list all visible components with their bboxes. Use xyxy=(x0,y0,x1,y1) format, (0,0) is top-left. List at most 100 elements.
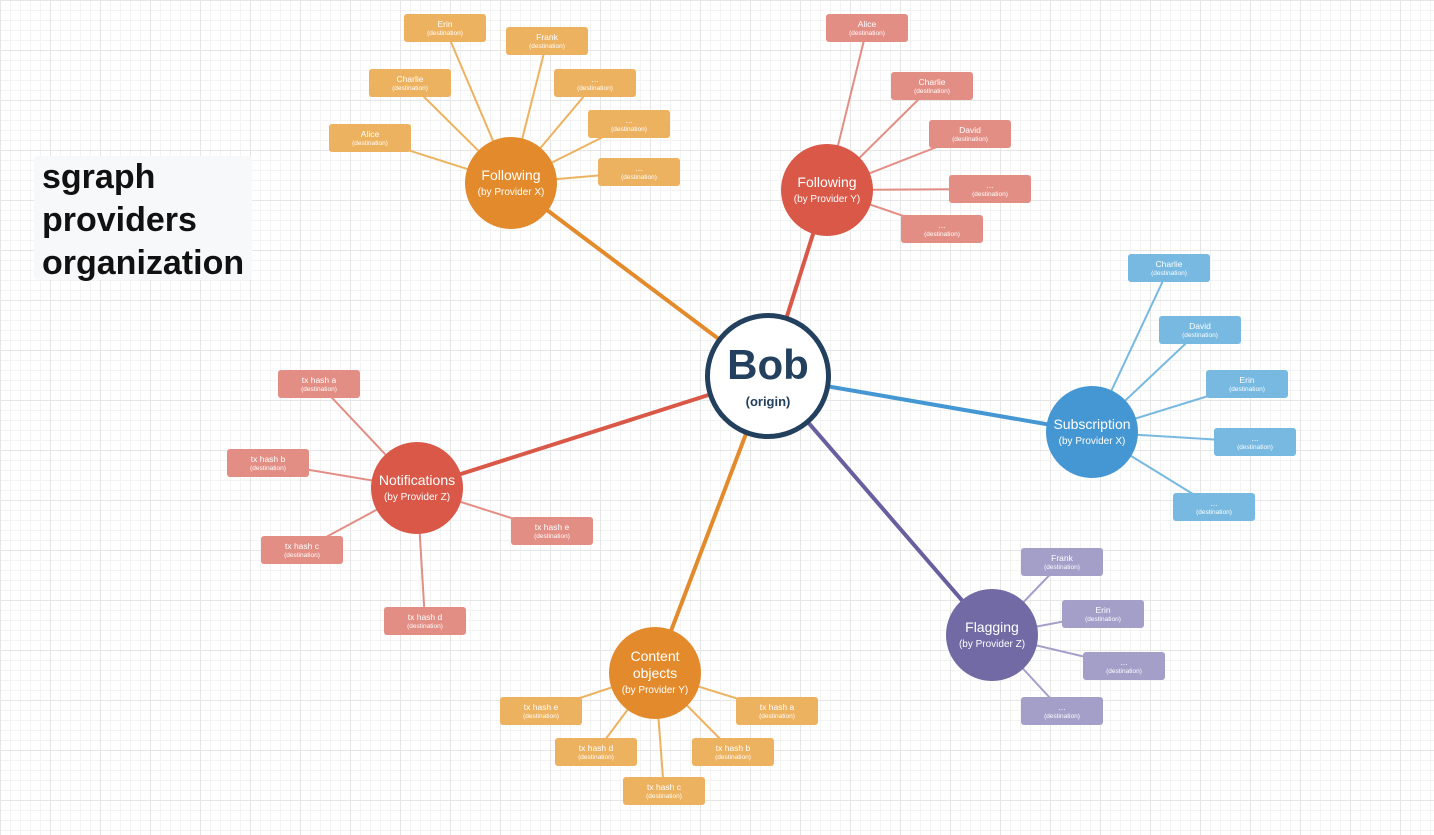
leaf-sublabel: (destination) xyxy=(1044,563,1080,571)
leaf-following-x-7[interactable]: ...(destination) xyxy=(598,158,680,186)
hub-sublabel: (by Provider Z) xyxy=(958,638,1026,650)
origin-sublabel: (origin) xyxy=(745,394,791,409)
leaf-sublabel: (destination) xyxy=(1106,667,1142,675)
leaf-following-x-2[interactable]: Frank(destination) xyxy=(506,27,588,55)
leaf-content-y-5[interactable]: tx hash c(destination) xyxy=(623,777,705,805)
leaf-sublabel: (destination) xyxy=(924,230,960,238)
leaf-label: Frank xyxy=(536,31,558,42)
leaf-sublabel: (destination) xyxy=(715,753,751,761)
title-line-1: sgraph xyxy=(42,158,156,196)
hub-following-x[interactable]: Following (by Provider X) xyxy=(465,137,557,229)
leaf-notifications-z-4[interactable]: tx hash c(destination) xyxy=(261,536,343,564)
leaf-label: tx hash c xyxy=(646,781,682,792)
leaf-sublabel: (destination) xyxy=(1085,615,1121,623)
leaf-label: Frank xyxy=(1051,552,1073,563)
leaf-label: Erin xyxy=(1095,604,1111,615)
leaf-sublabel: (destination) xyxy=(578,753,614,761)
hub-sublabel: (by Provider Z) xyxy=(383,491,451,503)
leaf-flagging-z-4[interactable]: ...(destination) xyxy=(1021,697,1103,725)
leaf-label: ... xyxy=(625,114,633,125)
leaf-label: tx hash a xyxy=(759,701,795,712)
leaf-following-y-4[interactable]: ...(destination) xyxy=(949,175,1031,203)
leaf-subscription-x-2[interactable]: David(destination) xyxy=(1159,316,1241,344)
leaf-content-y-1[interactable]: tx hash e(destination) xyxy=(500,697,582,725)
leaf-sublabel: (destination) xyxy=(611,125,647,133)
leaf-following-x-1[interactable]: Erin(destination) xyxy=(404,14,486,42)
leaf-label: ... xyxy=(1210,497,1218,508)
leaf-sublabel: (destination) xyxy=(1182,331,1218,339)
leaf-label: tx hash e xyxy=(523,701,559,712)
leaf-label: ... xyxy=(635,162,643,173)
leaf-sublabel: (destination) xyxy=(407,622,443,630)
leaf-sublabel: (destination) xyxy=(1237,443,1273,451)
leaf-notifications-z-1[interactable]: tx hash a(destination) xyxy=(278,370,360,398)
leaf-notifications-z-3[interactable]: tx hash e(destination) xyxy=(511,517,593,545)
title-line-3: organization xyxy=(42,244,245,282)
title-line-2: providers xyxy=(42,201,197,239)
hub-label: Following xyxy=(481,166,541,183)
leaf-label: tx hash e xyxy=(534,521,570,532)
leaf-label: tx hash c xyxy=(284,540,320,551)
leaf-sublabel: (destination) xyxy=(250,464,286,472)
hub-flagging-z[interactable]: Flagging (by Provider Z) xyxy=(946,589,1038,681)
leaf-flagging-z-1[interactable]: Frank(destination) xyxy=(1021,548,1103,576)
leaf-notifications-z-5[interactable]: tx hash d(destination) xyxy=(384,607,466,635)
leaf-label: Erin xyxy=(1239,374,1255,385)
leaf-label: ... xyxy=(591,73,599,84)
leaf-following-x-5[interactable]: Alice(destination) xyxy=(329,124,411,152)
hub-content-objects-y[interactable]: Content objects (by Provider Y) xyxy=(609,627,701,719)
leaf-following-y-3[interactable]: David(destination) xyxy=(929,120,1011,148)
leaf-subscription-x-4[interactable]: ...(destination) xyxy=(1214,428,1296,456)
hub-sublabel: (by Provider X) xyxy=(477,186,545,198)
leaf-sublabel: (destination) xyxy=(1044,712,1080,720)
hub-following-y[interactable]: Following (by Provider Y) xyxy=(781,144,873,236)
leaf-following-y-5[interactable]: ...(destination) xyxy=(901,215,983,243)
leaf-notifications-z-2[interactable]: tx hash b(destination) xyxy=(227,449,309,477)
leaf-sublabel: (destination) xyxy=(914,87,950,95)
leaf-subscription-x-3[interactable]: Erin(destination) xyxy=(1206,370,1288,398)
leaf-sublabel: (destination) xyxy=(284,551,320,559)
leaf-following-y-2[interactable]: Charlie(destination) xyxy=(891,72,973,100)
leaf-label: David xyxy=(1189,320,1211,331)
hub-sublabel: (by Provider Y) xyxy=(621,685,689,696)
hub-subscription-x[interactable]: Subscription (by Provider X) xyxy=(1046,386,1138,478)
origin-label: Bob xyxy=(727,341,809,388)
hub-notifications-z[interactable]: Notifications (by Provider Z) xyxy=(371,442,463,534)
leaf-following-x-6[interactable]: ...(destination) xyxy=(588,110,670,138)
leaf-label: tx hash b xyxy=(715,742,751,753)
leaf-sublabel: (destination) xyxy=(427,29,463,37)
leaf-subscription-x-1[interactable]: Charlie(destination) xyxy=(1128,254,1210,282)
leaf-sublabel: (destination) xyxy=(523,712,559,720)
leaf-following-y-1[interactable]: Alice(destination) xyxy=(826,14,908,42)
leaf-flagging-z-2[interactable]: Erin(destination) xyxy=(1062,600,1144,628)
leaf-label: Charlie xyxy=(1155,258,1183,269)
title-box xyxy=(34,156,252,280)
leaf-following-x-4[interactable]: ...(destination) xyxy=(554,69,636,97)
leaf-sublabel: (destination) xyxy=(1151,269,1187,277)
leaf-label: ... xyxy=(938,219,946,230)
hub-label: Flagging xyxy=(965,618,1019,635)
origin-node[interactable]: Bob (origin) xyxy=(705,313,831,439)
leaf-subscription-x-5[interactable]: ...(destination) xyxy=(1173,493,1255,521)
leaf-content-y-3[interactable]: tx hash d(destination) xyxy=(555,738,637,766)
leaf-label: tx hash d xyxy=(407,611,443,622)
leaf-content-y-4[interactable]: tx hash b(destination) xyxy=(692,738,774,766)
leaf-label: ... xyxy=(1058,701,1066,712)
leaf-flagging-z-3[interactable]: ...(destination) xyxy=(1083,652,1165,680)
leaf-label: Charlie xyxy=(396,73,424,84)
leaf-label: ... xyxy=(986,179,994,190)
leaf-sublabel: (destination) xyxy=(621,173,657,181)
leaf-sublabel: (destination) xyxy=(1196,508,1232,516)
hub-label: Content objects xyxy=(630,648,680,681)
hub-label: Subscription xyxy=(1053,415,1131,432)
leaf-label: Charlie xyxy=(918,76,946,87)
leaf-label: David xyxy=(959,124,981,135)
leaf-content-y-2[interactable]: tx hash a(destination) xyxy=(736,697,818,725)
leaf-sublabel: (destination) xyxy=(534,532,570,540)
leaf-sublabel: (destination) xyxy=(849,29,885,37)
leaf-label: tx hash d xyxy=(578,742,614,753)
diagram-title: sgraph providers organization xyxy=(42,156,244,285)
hub-label: Notifications xyxy=(378,471,456,488)
leaf-following-x-3[interactable]: Charlie(destination) xyxy=(369,69,451,97)
